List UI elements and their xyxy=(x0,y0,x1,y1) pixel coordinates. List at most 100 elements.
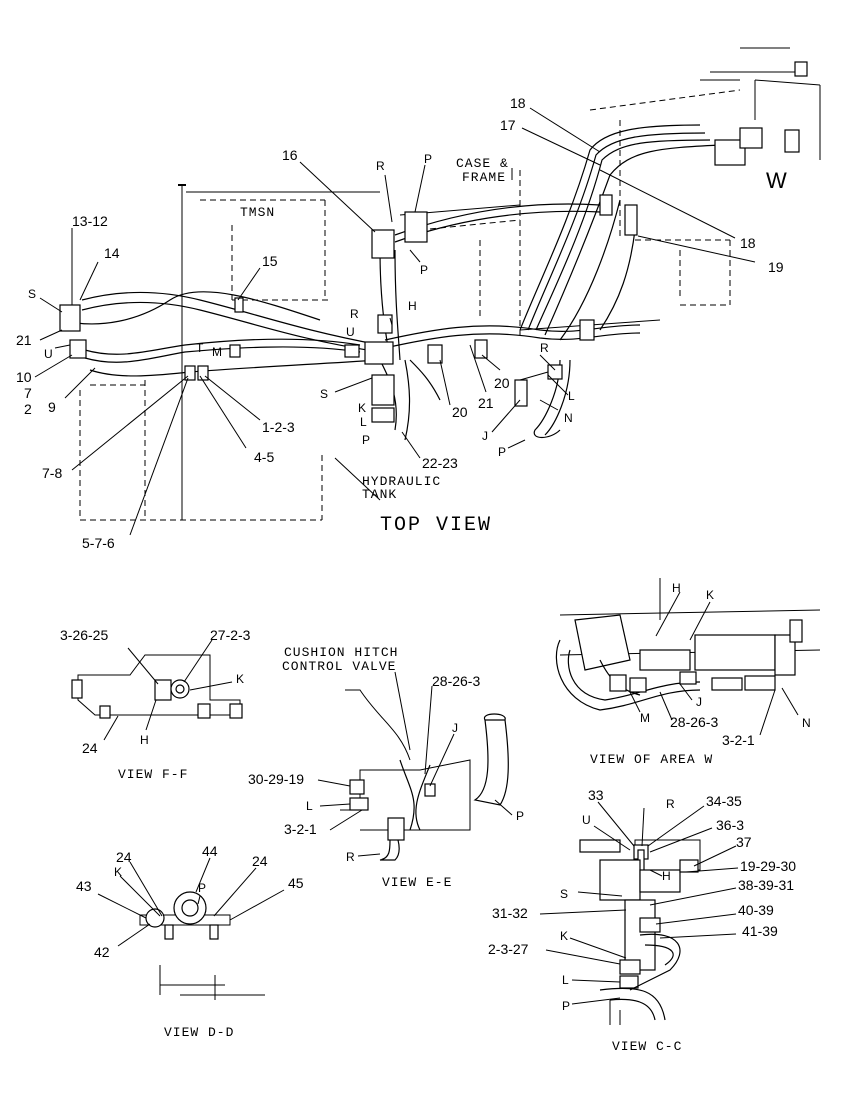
label-4-5: 4-5 xyxy=(254,449,274,465)
label-44: 44 xyxy=(202,843,218,859)
label-p-2: P xyxy=(420,263,428,277)
label-3-2-1: 3-2-1 xyxy=(284,821,317,837)
label-21: 21 xyxy=(16,332,32,348)
label-16: 16 xyxy=(282,147,298,163)
label-j: J xyxy=(452,721,458,735)
label-19-29-30: 19-29-30 xyxy=(740,858,796,874)
view-c-c: 33 R 34-35 U 36-3 37 H 19-29-30 S 38-39-… xyxy=(488,787,796,1054)
top-view-frame-outline xyxy=(79,47,821,521)
label-h: H xyxy=(672,581,681,595)
view-e-e: CUSHION HITCH CONTROL VALVE 28-26-3 J 30… xyxy=(248,645,524,890)
label-9: 9 xyxy=(48,399,56,415)
label-m: M xyxy=(212,345,222,359)
label-tmsn: TMSN xyxy=(240,205,275,220)
label-36-3: 36-3 xyxy=(716,817,744,833)
view-f-f-title: VIEW F-F xyxy=(118,767,188,782)
label-n: N xyxy=(802,716,811,730)
label-p-3: P xyxy=(362,433,370,447)
label-p: P xyxy=(198,881,206,895)
label-k: K xyxy=(114,865,122,879)
label-5-7-6: 5-7-6 xyxy=(82,535,115,551)
label-24-2: 24 xyxy=(252,853,268,869)
label-k: K xyxy=(236,672,244,686)
label-p: P xyxy=(516,809,524,823)
label-p: P xyxy=(424,152,432,166)
label-37: 37 xyxy=(736,834,752,850)
label-l: L xyxy=(360,415,367,429)
label-24: 24 xyxy=(116,849,132,865)
label-3-2-1: 3-2-1 xyxy=(722,732,755,748)
label-r-2: R xyxy=(350,307,359,321)
label-41-39: 41-39 xyxy=(742,923,778,939)
view-d-d-title: VIEW D-D xyxy=(164,1025,234,1040)
label-22-23: 22-23 xyxy=(422,455,458,471)
view-f-f: 3-26-25 27-2-3 K 24 H VIEW F-F xyxy=(60,627,251,782)
label-17: 17 xyxy=(500,117,516,133)
label-u-2: U xyxy=(346,325,355,339)
label-control-valve: CONTROL VALVE xyxy=(282,659,396,674)
label-7-8: 7-8 xyxy=(42,465,62,481)
label-2: 2 xyxy=(24,401,32,417)
label-hydraulic: HYDRAULIC xyxy=(362,474,441,489)
label-3-26-25: 3-26-25 xyxy=(60,627,108,643)
label-1-2-3: 1-2-3 xyxy=(262,419,295,435)
view-area-w: H K J M 28-26-3 3-2-1 N VIEW OF AREA W xyxy=(555,578,821,767)
top-view: 13-12 14 S 21 U 10 7 2 9 15 16 TMSN R P … xyxy=(16,47,821,551)
label-38-39-31: 38-39-31 xyxy=(738,877,794,893)
label-s: S xyxy=(560,887,568,901)
top-view-labels: 13-12 14 S 21 U 10 7 2 9 15 16 TMSN R P … xyxy=(16,95,787,551)
label-r: R xyxy=(666,797,675,811)
label-30-29-19: 30-29-19 xyxy=(248,771,304,787)
label-10: 10 xyxy=(16,369,32,385)
label-13-12: 13-12 xyxy=(72,213,108,229)
top-view-fittings xyxy=(59,61,808,423)
label-40-39: 40-39 xyxy=(738,902,774,918)
label-u: U xyxy=(44,347,53,361)
label-s-2: S xyxy=(320,387,328,401)
view-area-w-title: VIEW OF AREA W xyxy=(590,752,713,767)
label-45: 45 xyxy=(288,875,304,891)
label-43: 43 xyxy=(76,878,92,894)
view-e-e-title: VIEW E-E xyxy=(382,875,452,890)
label-2-3-27: 2-3-27 xyxy=(488,941,529,957)
label-w: W xyxy=(766,168,787,193)
label-20-2: 20 xyxy=(494,375,510,391)
label-21-2: 21 xyxy=(478,395,494,411)
label-18: 18 xyxy=(510,95,526,111)
label-27-2-3: 27-2-3 xyxy=(210,627,251,643)
label-tank: TANK xyxy=(362,487,397,502)
label-18-2: 18 xyxy=(740,235,756,251)
label-h: H xyxy=(408,299,417,313)
label-r: R xyxy=(376,159,385,173)
label-15: 15 xyxy=(262,253,278,269)
label-s: S xyxy=(28,287,36,301)
label-28-26-3: 28-26-3 xyxy=(670,714,718,730)
label-t: T xyxy=(196,341,204,355)
label-n: N xyxy=(564,411,573,425)
top-view-leaders xyxy=(34,107,756,536)
view-c-c-title: VIEW C-C xyxy=(612,1039,682,1054)
label-k: K xyxy=(560,929,568,943)
label-m: M xyxy=(640,711,650,725)
label-r-3: R xyxy=(540,341,549,355)
top-view-title: TOP VIEW xyxy=(380,514,492,537)
label-u: U xyxy=(582,813,591,827)
label-r: R xyxy=(346,850,355,864)
label-31-32: 31-32 xyxy=(492,905,528,921)
label-h: H xyxy=(140,733,149,747)
label-j: J xyxy=(482,429,488,443)
label-p: P xyxy=(562,999,570,1013)
label-28-26-3: 28-26-3 xyxy=(432,673,480,689)
label-20: 20 xyxy=(452,404,468,420)
label-cushion-hitch: CUSHION HITCH xyxy=(284,645,398,660)
label-h: H xyxy=(662,869,671,883)
label-7: 7 xyxy=(24,385,32,401)
label-k: K xyxy=(706,588,714,602)
label-24: 24 xyxy=(82,740,98,756)
label-frame: FRAME xyxy=(462,170,506,185)
label-l-2: L xyxy=(568,389,575,403)
label-19: 19 xyxy=(768,259,784,275)
view-d-d: 24 44 24 K P 43 45 42 VIEW D-D xyxy=(76,843,304,1040)
label-p-4: P xyxy=(498,445,506,459)
